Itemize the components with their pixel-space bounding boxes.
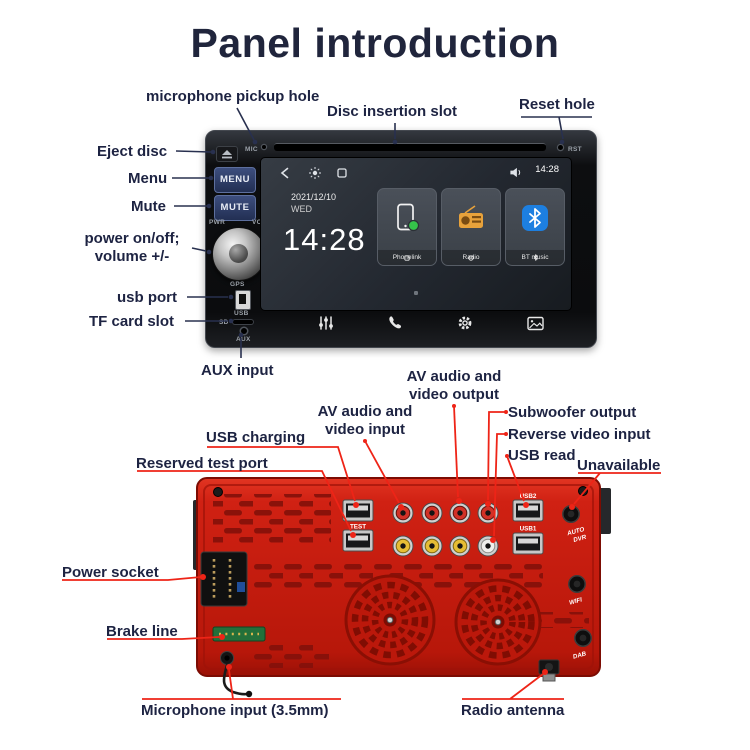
volume-knob[interactable] xyxy=(212,227,266,281)
screen-off-icon[interactable] xyxy=(337,168,347,178)
radio-icon xyxy=(442,195,500,241)
rca-red-2 xyxy=(421,502,443,524)
screen-clock: 14:28 xyxy=(283,222,366,257)
callout-mute: Mute xyxy=(131,198,166,215)
usb-read-port[interactable] xyxy=(512,499,544,522)
brightness-icon[interactable] xyxy=(309,167,321,179)
callout-brake: Brake line xyxy=(106,623,178,640)
callout-test-port: Reserved test port xyxy=(136,455,268,472)
svg-text:AUTO: AUTO xyxy=(566,526,586,538)
callout-av-in: AV audio and video input xyxy=(317,403,413,438)
wifi-marking: WIFI xyxy=(568,596,583,606)
tf-card-slot[interactable] xyxy=(233,320,253,324)
page-title: Panel introduction xyxy=(190,20,560,66)
tile-radio[interactable]: Radio xyxy=(441,188,501,266)
gps-marking: GPS xyxy=(230,281,245,288)
mute-button[interactable]: MUTE xyxy=(214,195,256,221)
tile-phonelink[interactable]: Phonelink xyxy=(377,188,437,266)
fan-grille-right xyxy=(454,578,542,666)
fan-grille-left xyxy=(344,574,436,666)
tile-label: Radio xyxy=(442,250,500,265)
radio-mini-icon xyxy=(468,254,474,261)
callout-usb-read: USB read xyxy=(508,447,576,464)
bt-mini-icon xyxy=(533,254,538,261)
rca-jacks[interactable] xyxy=(392,502,499,557)
pwr-marking: PWR xyxy=(209,219,226,226)
front-usb-port[interactable] xyxy=(235,290,251,310)
usb1-port[interactable] xyxy=(512,532,544,555)
aux-jack[interactable] xyxy=(241,328,247,334)
rst-marking: RST xyxy=(568,146,582,153)
callout-antenna: Radio antenna xyxy=(461,702,565,719)
callout-power-socket: Power socket xyxy=(62,564,159,581)
disc-insertion-slot[interactable] xyxy=(274,143,546,151)
callout-usb-charging: USB charging xyxy=(206,429,306,446)
usb1-marking: USB1 xyxy=(520,526,537,533)
callout-subwoofer: Subwoofer output xyxy=(508,404,637,421)
callout-tf-card: TF card slot xyxy=(89,313,175,330)
menu-button[interactable]: MENU xyxy=(214,167,256,193)
unavailable-connector xyxy=(562,505,580,523)
callout-mic-pickup: microphone pickup hole xyxy=(146,88,320,105)
dab-marking: DAB xyxy=(572,650,587,660)
test-marking: TEST xyxy=(350,524,366,531)
mic-marking: MIC xyxy=(245,146,258,153)
tile-label: BT music xyxy=(506,250,564,265)
svg-text:DVR: DVR xyxy=(573,534,588,544)
settings-gear-icon[interactable] xyxy=(456,315,474,331)
dab-antenna-connector[interactable] xyxy=(574,629,592,647)
tile-label: Phonelink xyxy=(378,250,436,265)
usb-charging-port[interactable] xyxy=(342,499,374,522)
callout-reset-hole: Reset hole xyxy=(519,96,595,113)
eject-button[interactable] xyxy=(216,146,238,162)
callout-eject: Eject disc xyxy=(97,143,168,160)
head-unit-rear: TEST xyxy=(193,477,611,698)
usb2-marking: USB2 xyxy=(520,493,537,500)
equalizer-icon[interactable] xyxy=(317,315,335,331)
power-socket-connector[interactable] xyxy=(200,551,248,607)
callout-aux: AUX input xyxy=(201,362,274,379)
callout-reverse: Reverse video input xyxy=(508,426,651,443)
callout-mic-in: Microphone input (3.5mm) xyxy=(141,702,329,719)
auto-dvr-marking: AUTO DVR xyxy=(566,526,588,544)
screen-date: 2021/12/10 xyxy=(291,192,337,202)
rca-yellow-1 xyxy=(392,535,414,557)
callout-unavailable: Unavailable xyxy=(577,457,661,474)
callout-power: power on/off; volume +/- xyxy=(84,230,180,265)
phone-icon[interactable] xyxy=(386,315,404,331)
screw-right xyxy=(578,486,588,496)
rca-yellow-2 xyxy=(421,535,443,557)
wifi-antenna-connector[interactable] xyxy=(568,575,586,593)
microphone-hole xyxy=(262,145,266,149)
rca-av-input-red xyxy=(392,502,414,524)
reserved-test-port[interactable] xyxy=(342,529,374,552)
eject-icon xyxy=(222,149,232,158)
speaker-icon[interactable] xyxy=(509,166,522,179)
bluetooth-icon xyxy=(506,195,564,241)
back-icon[interactable] xyxy=(279,167,291,179)
aux-marking: AUX xyxy=(236,336,251,343)
callout-av-out: AV audio and video output xyxy=(406,368,502,403)
rca-yellow-3 xyxy=(449,535,471,557)
callout-disc-slot: Disc insertion slot xyxy=(327,103,458,120)
brake-line-connector[interactable] xyxy=(212,626,266,642)
callout-menu: Menu xyxy=(128,170,168,187)
head-unit-front: MIC RST MENU MUTE PWR VOL GPS USB SD AUX xyxy=(205,130,597,348)
gallery-icon[interactable] xyxy=(526,315,544,331)
rca-reverse-video-white xyxy=(477,535,499,557)
status-time: 14:28 xyxy=(535,164,559,175)
rca-subwoofer-red xyxy=(477,502,499,524)
reset-hole[interactable] xyxy=(558,145,563,150)
tile-bt-music[interactable]: BT music xyxy=(505,188,565,266)
radio-antenna-connector[interactable] xyxy=(538,659,560,682)
callout-usb-port: usb port xyxy=(117,289,177,306)
vol-marking: VOL xyxy=(252,219,266,227)
phonelink-icon xyxy=(378,195,436,241)
sd-marking: SD xyxy=(219,319,229,326)
touch-screen[interactable]: 14:28 2021/12/10 WED 14:28 Phonelink xyxy=(260,157,572,311)
usb-marking: USB xyxy=(234,310,249,317)
screen-weekday: WED xyxy=(291,204,312,214)
phonelink-mini-icon xyxy=(404,254,410,261)
rca-av-output-red xyxy=(449,502,471,524)
